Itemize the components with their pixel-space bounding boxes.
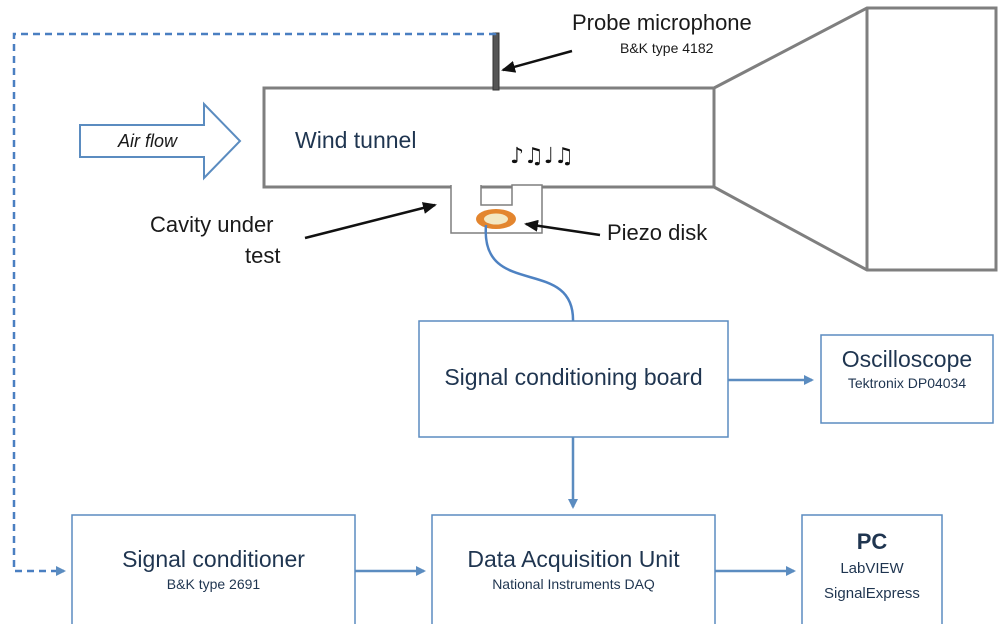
osc-title: Oscilloscope — [841, 346, 973, 372]
cavity-under-test — [450, 184, 543, 234]
wind-tunnel-label: Wind tunnel — [295, 127, 417, 153]
pc-title: PC — [856, 529, 888, 554]
probe-microphone — [492, 32, 500, 91]
air-flow-arrow — [79, 101, 242, 181]
air-flow-label: Air flow — [118, 131, 178, 151]
probe-microphone-model: B&K type 4182 — [620, 40, 714, 56]
tunnel-diffuser — [713, 6, 998, 272]
probe-microphone-title: Probe microphone — [572, 10, 752, 35]
probe-pointer-arrow — [501, 49, 573, 73]
piezo-pointer-arrow — [524, 219, 601, 237]
daq-sub: National Instruments DAQ — [492, 576, 655, 592]
piezo-disk-center — [484, 213, 508, 225]
oscilloscope-box — [820, 334, 994, 424]
pc-sub1: LabVIEW — [840, 560, 904, 577]
piezo-disk-label: Piezo disk — [607, 220, 708, 245]
pc-sub2: SignalExpress — [824, 585, 920, 602]
piezo-cable — [484, 224, 575, 323]
sc-sub: B&K type 2691 — [166, 576, 261, 592]
signal-conditioner-box — [71, 514, 356, 624]
scb-title: Signal conditioning board — [444, 364, 703, 390]
cavity-label-line1: Cavity under — [150, 212, 274, 237]
cavity-label-line2: test — [245, 243, 281, 268]
cavity-pointer-arrow — [304, 202, 437, 240]
probe-signal-dashed-line — [12, 32, 497, 576]
sound-notes: ♪♫♩♫ — [510, 144, 574, 169]
wind-tunnel — [262, 86, 716, 189]
osc-sub: Tektronix DP04034 — [847, 375, 967, 391]
pc-box — [801, 514, 943, 624]
sc-title: Signal conditioner — [122, 546, 305, 572]
daq-title: Data Acquisition Unit — [467, 546, 680, 572]
